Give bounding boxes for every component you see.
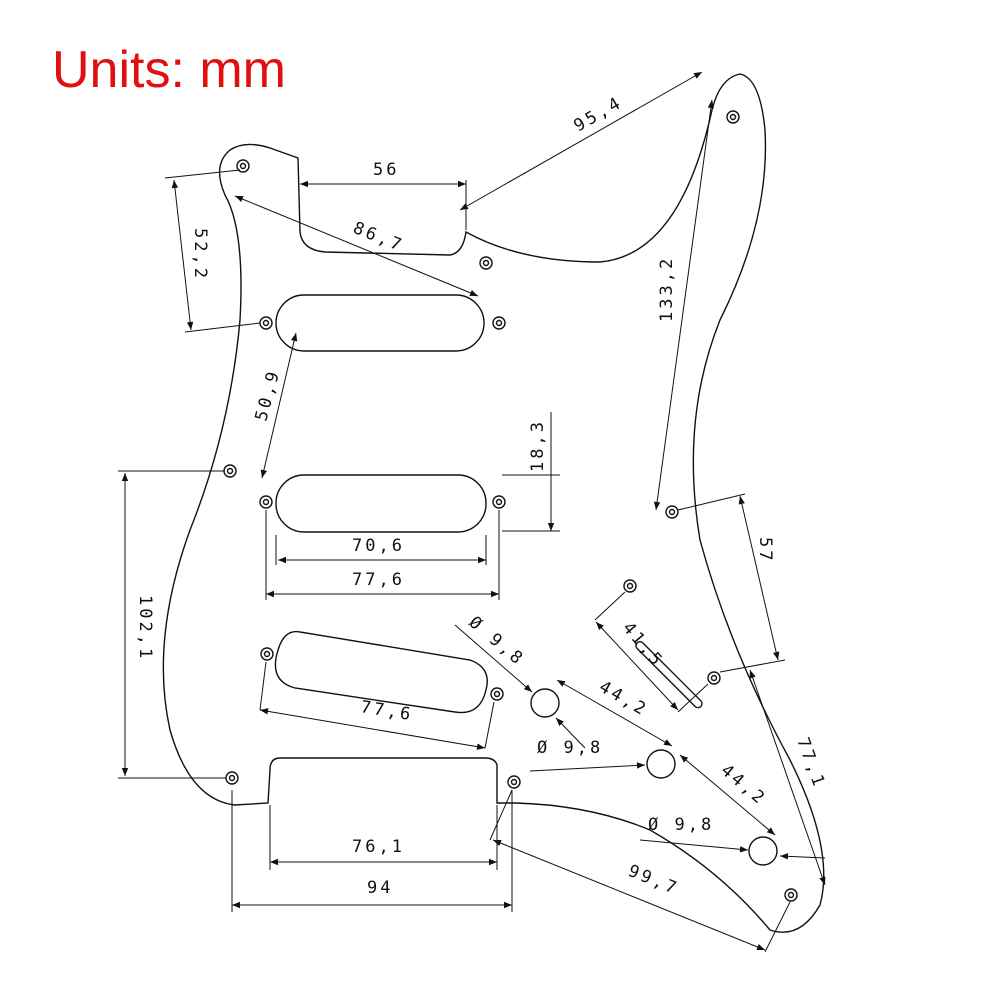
dim-102-1: 102,1	[135, 595, 155, 661]
dim-133-2: 133,2	[657, 256, 677, 322]
dim-70-6: 70,6	[352, 536, 405, 556]
dimension-lines	[118, 71, 826, 953]
dim-56: 56	[373, 160, 399, 180]
dim-57: 57	[755, 537, 775, 563]
units-label: Units: mm	[52, 41, 286, 99]
dim-diameter-tone-1: Ø 9,8	[537, 738, 603, 758]
dim-94: 94	[367, 878, 393, 898]
tone-pot-hole-1	[646, 749, 676, 779]
dim-18-3: 18,3	[528, 419, 548, 472]
dim-77-6-middle: 77,6	[352, 570, 405, 590]
dim-50-9: 50,9	[252, 367, 285, 423]
volume-pot-hole	[530, 688, 560, 718]
dim-99-7: 99,7	[625, 861, 682, 899]
dim-95-4: 95,4	[571, 93, 627, 137]
neck-pickup-cutout	[275, 294, 485, 352]
dim-77-6-bridge: 77,6	[359, 697, 414, 725]
dim-76-1: 76,1	[352, 837, 405, 857]
dim-41-5: 41,5	[618, 618, 667, 671]
dim-77-1: 77,1	[792, 735, 829, 792]
dim-52-2: 52,2	[190, 228, 210, 281]
dim-44-2-b: 44,2	[717, 761, 770, 810]
screw-holes	[223, 110, 798, 902]
middle-pickup-cutout	[275, 474, 487, 533]
dim-86-7: 86,7	[350, 218, 407, 256]
dim-44-2-a: 44,2	[596, 677, 652, 721]
dim-diameter-tone-2: Ø 9,8	[648, 815, 714, 835]
tone-pot-hole-2	[748, 836, 778, 866]
